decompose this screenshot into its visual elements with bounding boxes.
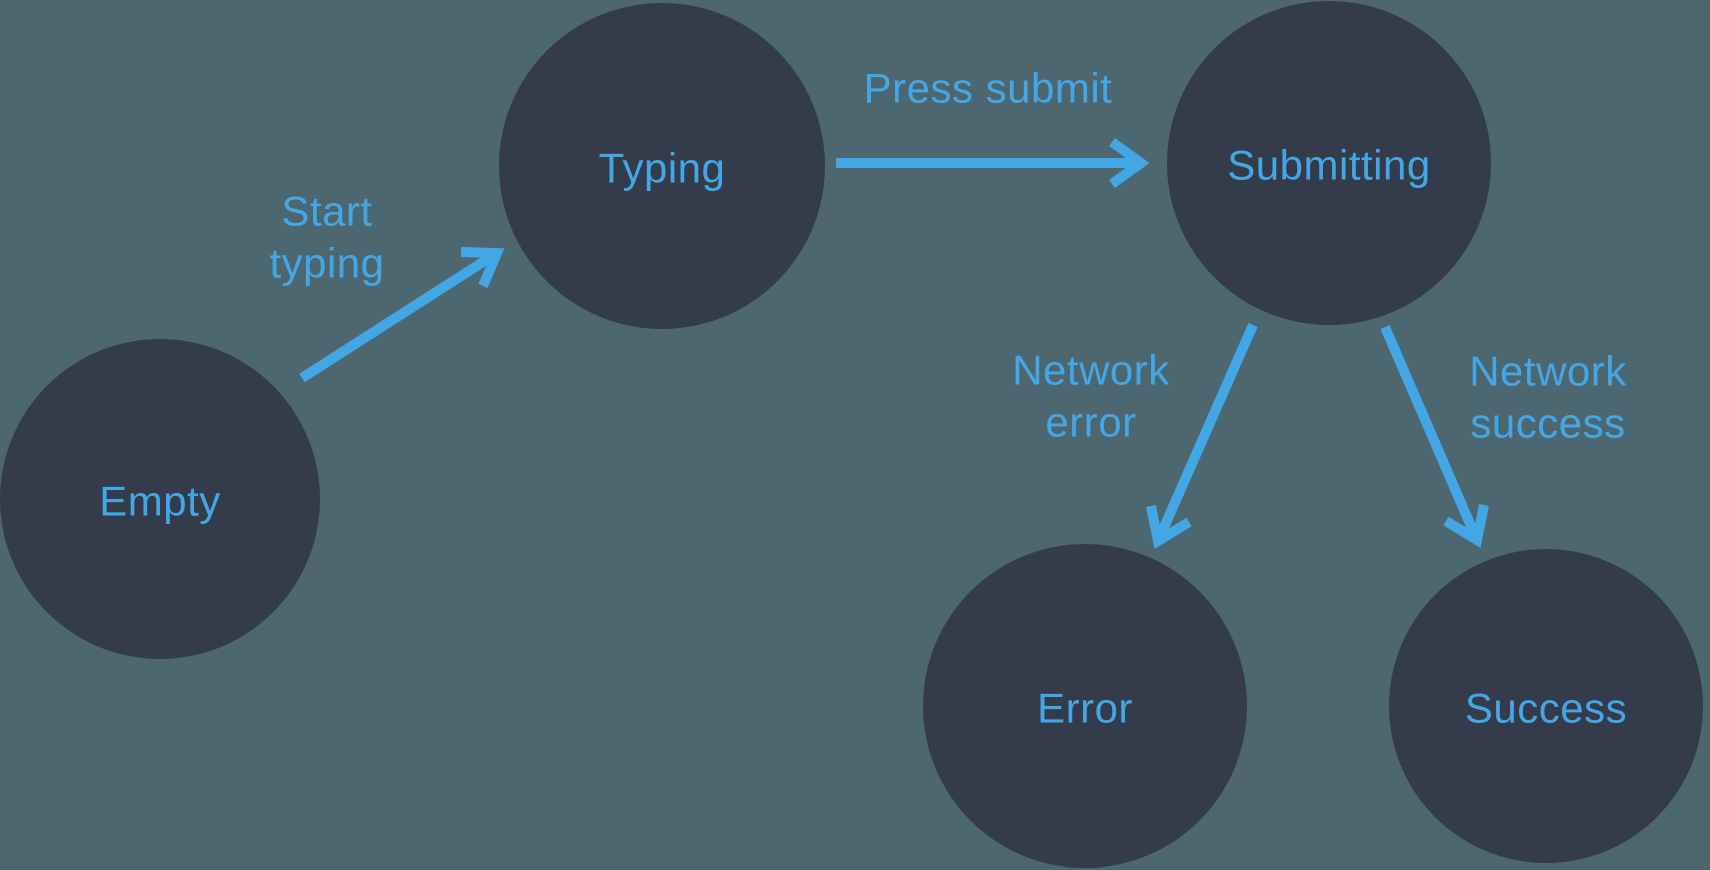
node-error-circle [923,544,1247,868]
edge-empty-typing: Start typing [269,188,505,383]
node-typing: Typing [499,3,825,329]
node-empty: Empty [0,339,320,659]
edge-submitting-error: Network error [1012,322,1258,550]
node-error: Error [923,544,1247,868]
edge-empty-typing-label-line2: typing [269,240,384,287]
edge-submitting-error-label-line2: error [1045,399,1136,446]
node-error-label: Error [1037,685,1133,732]
node-empty-label: Empty [99,478,221,525]
edge-typing-submitting-label: Press submit [864,65,1113,112]
edge-typing-submitting: Press submit [836,65,1150,189]
edge-empty-typing-arrowhead-icon [460,247,505,288]
edge-submitting-success-arrowhead-icon [1443,504,1489,549]
node-success-circle [1389,549,1703,863]
node-submitting-label: Submitting [1227,142,1430,189]
edge-empty-typing-label-line1: Start [281,188,372,235]
edge-submitting-success-line [1380,325,1482,542]
node-typing-circle [499,3,825,329]
edge-submitting-error-label-line1: Network [1012,347,1170,394]
node-submitting: Submitting [1167,1,1491,325]
edge-submitting-success-label-line1: Network [1469,348,1627,395]
node-success-label: Success [1465,685,1627,732]
edge-typing-submitting-arrowhead-icon [1109,137,1150,189]
edge-submitting-error-line [1153,322,1258,544]
node-typing-label: Typing [599,145,726,192]
node-submitting-circle [1167,1,1491,325]
edge-submitting-success-label-line2: success [1470,400,1625,447]
node-success: Success [1389,549,1703,863]
node-empty-circle [0,339,320,659]
edge-submitting-error-arrowhead-icon [1146,505,1192,550]
edge-submitting-success: Network success [1380,325,1627,549]
edge-empty-typing-line [299,248,500,383]
